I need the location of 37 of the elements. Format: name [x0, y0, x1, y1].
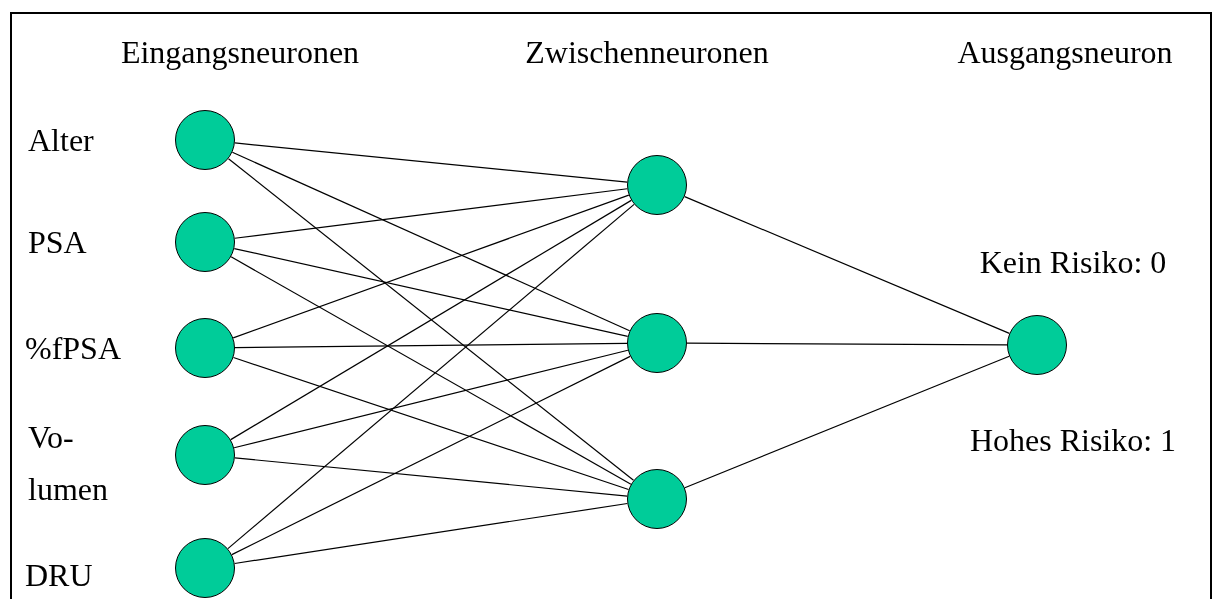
connection-line: [233, 247, 629, 338]
neuron-circle: [175, 425, 235, 485]
neuron-circle: [175, 318, 235, 378]
connection-line: [227, 158, 635, 481]
connection-line: [234, 188, 628, 239]
connection-line: [684, 196, 1010, 334]
output-label: Hohes Risiko: 1: [969, 421, 1177, 460]
neuron-circle: [627, 469, 687, 529]
neuron-circle: [175, 538, 235, 598]
connection-line: [234, 142, 628, 183]
neuron-circle: [175, 212, 235, 272]
connection-line: [231, 151, 631, 332]
connection-line: [686, 342, 1008, 346]
connection-line: [684, 355, 1010, 489]
connection-line: [233, 349, 629, 449]
connection-line: [230, 256, 632, 485]
column-heading: Eingangsneuronen: [120, 33, 360, 72]
neuron-circle: [627, 313, 687, 373]
connection-line: [230, 199, 632, 441]
connection-line: [234, 342, 628, 349]
connection-line: [234, 502, 628, 565]
neuron-circle: [1007, 315, 1067, 375]
column-heading: Zwischenneuronen: [525, 33, 769, 72]
neuron-circle: [175, 110, 235, 170]
input-label: Alter: [28, 121, 94, 160]
connection-line: [227, 203, 635, 550]
input-label: %fPSA: [25, 329, 121, 368]
neuron-circle: [627, 155, 687, 215]
connection-line: [232, 356, 630, 491]
connection-line: [232, 194, 630, 339]
connection-line: [231, 355, 631, 556]
input-label: PSA: [28, 223, 87, 262]
output-label: Kein Risiko: 0: [979, 243, 1167, 282]
input-label: DRU: [25, 556, 93, 595]
connection-line: [234, 457, 628, 497]
column-heading: Ausgangsneuron: [957, 33, 1173, 72]
input-label: Vo- lumen: [28, 418, 108, 509]
